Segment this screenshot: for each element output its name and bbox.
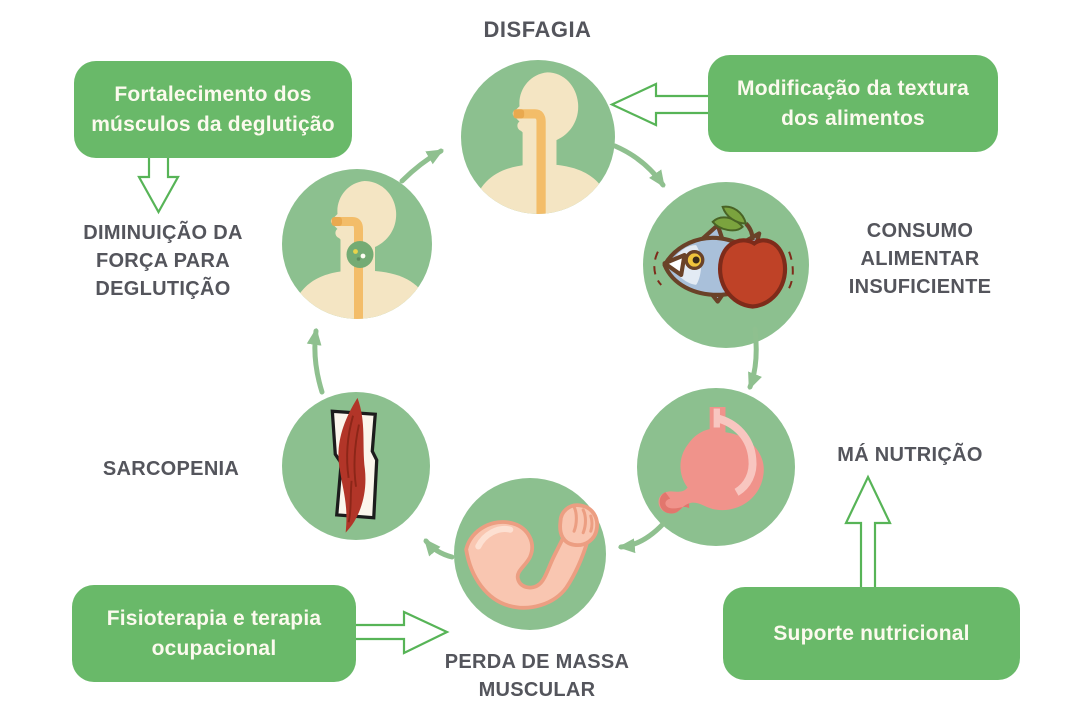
label-perda: PERDA DE MASSA MUSCULAR [444, 651, 630, 701]
label-diminuicao: DIMINUIÇÃO DA FORÇA PARA DEGLUTIÇÃO [83, 222, 243, 300]
label-sarcopenia: SARCOPENIA [102, 458, 240, 480]
hollow-arrow-fortalecimento-down [137, 154, 180, 215]
box-fisioterapia-label: Fisioterapia e terapia ocupacional [106, 606, 322, 660]
fish-apple-icon [643, 182, 809, 348]
muscle-fiber-icon [282, 392, 430, 540]
label-consumo: CONSUMO ALIMENTAR INSUFICIENTE [848, 220, 992, 298]
box-fortalecimento: Fortalecimento dos músculos da deglutiçã… [74, 61, 352, 158]
box-fisioterapia: Fisioterapia e terapia ocupacional [72, 585, 356, 682]
hollow-arrow-suporte-up [844, 474, 892, 592]
arrow-disfagia-to-consumo [612, 143, 666, 188]
box-suporte: Suporte nutricional [723, 587, 1020, 680]
arrow-consumo-to-ma-nutricao [747, 326, 762, 390]
label-disfagia: DISFAGIA [483, 17, 592, 42]
hollow-arrow-fisioterapia-right [351, 610, 450, 655]
arrow-perda-to-sarcopenia [423, 538, 455, 560]
box-modificacao: Modificação da textura dos alimentos [708, 55, 998, 152]
head-throat-bolus-icon [282, 169, 432, 319]
arrow-diminuicao-to-disfagia [399, 148, 444, 184]
label-ma-nutricao: MÁ NUTRIÇÃO [837, 444, 983, 466]
box-suporte-label: Suporte nutricional [773, 621, 970, 645]
box-fortalecimento-label: Fortalecimento dos músculos da deglutiçã… [91, 82, 335, 136]
head-throat-icon [461, 60, 615, 214]
arrow-ma-nutricao-to-perda [617, 521, 666, 554]
apple-icon [711, 205, 794, 309]
flexed-arm-icon [454, 478, 606, 630]
stomach-icon [637, 388, 795, 546]
arrow-sarcopenia-to-diminuicao [306, 327, 325, 395]
hollow-arrow-modificacao-left [609, 82, 712, 127]
box-modificacao-label: Modificação da textura dos alimentos [737, 76, 969, 130]
